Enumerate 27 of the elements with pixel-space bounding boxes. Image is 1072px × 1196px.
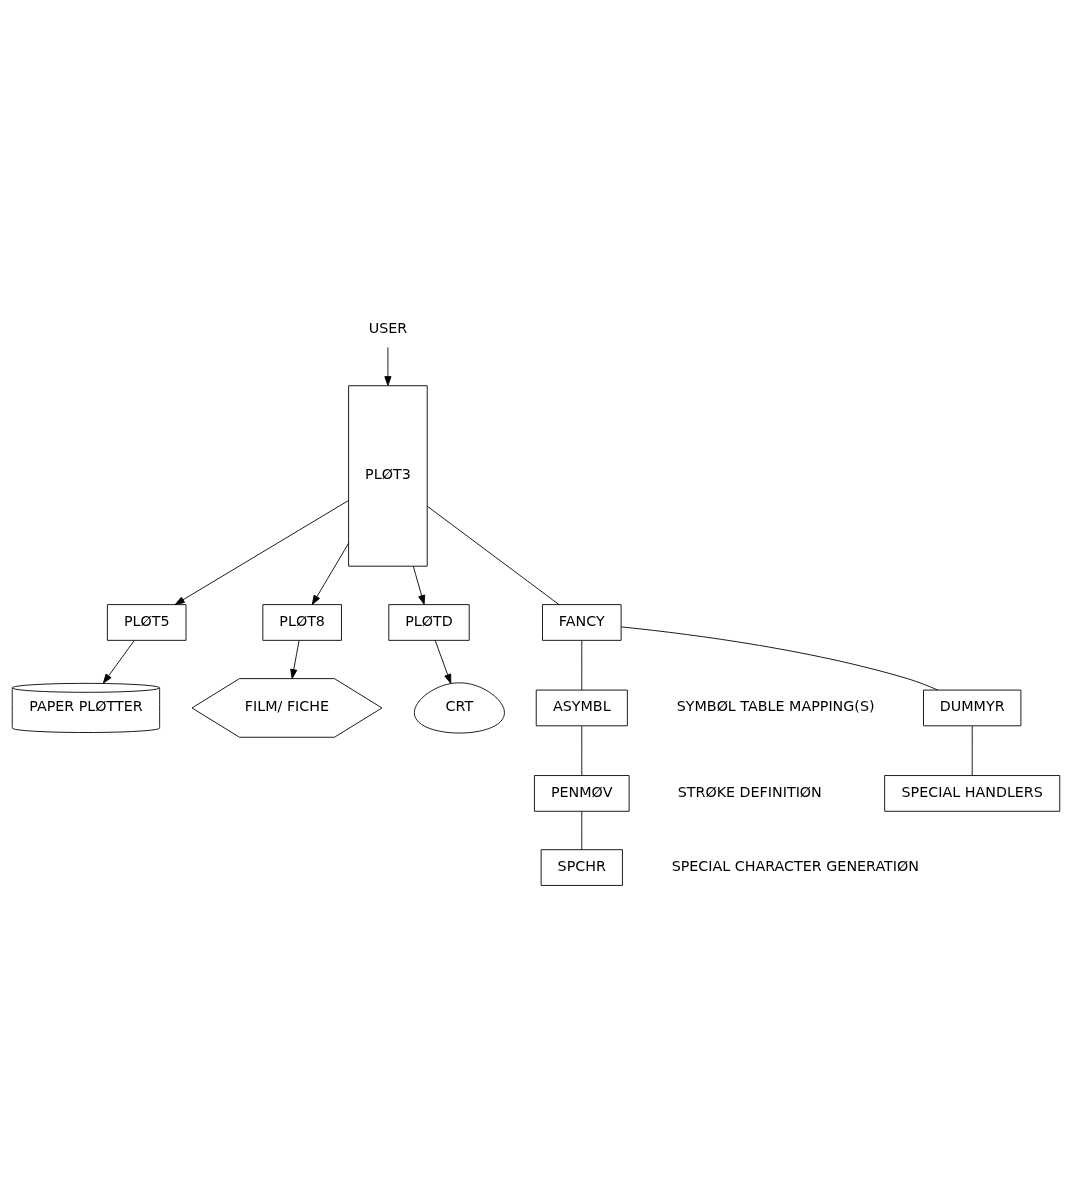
node-box: PENMØV <box>534 774 630 812</box>
node-box: SPECIAL HANDLERS <box>884 774 1061 812</box>
node-label: SYMBØL TABLE MAPPING(S) <box>676 697 875 714</box>
node-box: PLØT8 <box>262 603 342 641</box>
connector <box>581 725 583 776</box>
node-box: PLØTD <box>388 603 470 641</box>
arrow <box>102 639 135 683</box>
node-box: PLØT5 <box>106 603 187 641</box>
arrow <box>434 639 452 684</box>
arrow <box>290 639 300 679</box>
connector <box>620 625 939 690</box>
connector <box>426 505 560 605</box>
node-box: SPCHR <box>540 848 623 886</box>
connector <box>581 810 583 850</box>
connector <box>581 639 583 690</box>
arrow <box>384 346 392 386</box>
node-box: ASYMBL <box>535 689 628 726</box>
node-label: STRØKE DEFINITIØN <box>677 783 822 800</box>
node-box: DUMMYR <box>923 689 1022 726</box>
arrow <box>174 499 349 605</box>
arrow <box>412 565 426 605</box>
node-box: FANCY <box>542 603 622 641</box>
node-box: PLØT3 <box>348 384 428 567</box>
arrow <box>311 542 349 605</box>
connector <box>971 725 973 776</box>
node-label: SPECIAL CHARACTER GENERATIØN <box>671 857 919 874</box>
node-text: USER <box>368 319 408 336</box>
